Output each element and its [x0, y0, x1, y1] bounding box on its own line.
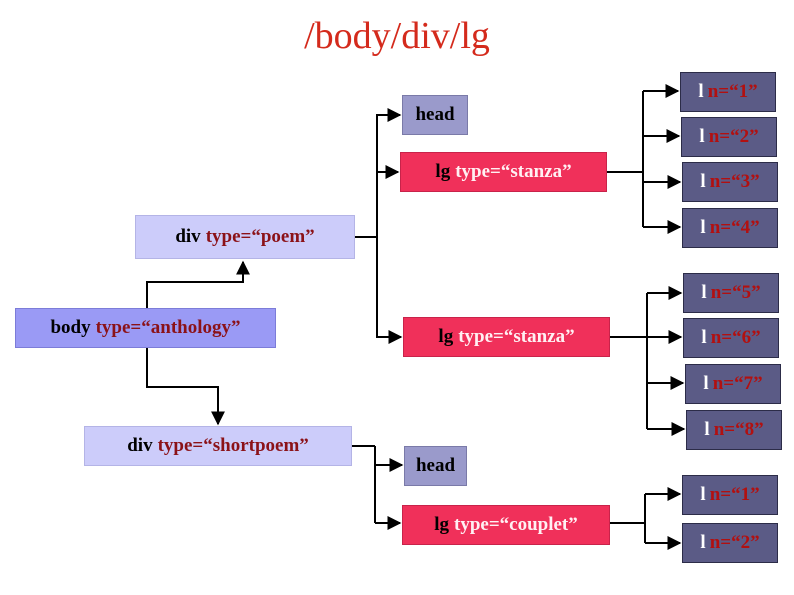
node-element: l	[700, 532, 706, 553]
node-element: div	[127, 435, 153, 456]
node-element: div	[175, 226, 201, 247]
node-element: l	[700, 217, 706, 238]
node-element: l	[700, 484, 706, 505]
node-attribute: type=“stanza”	[455, 161, 572, 182]
node-attribute: n=“5”	[710, 282, 761, 303]
node-attribute: n=“2”	[708, 126, 759, 147]
node-l-3: l n=“3”	[682, 162, 778, 202]
node-couplet-l-1: l n=“1”	[682, 475, 778, 515]
node-attribute: type=“stanza”	[458, 326, 575, 347]
node-element: lg	[438, 326, 454, 347]
node-element: l	[699, 126, 705, 147]
connector-poem-to-head	[376, 108, 402, 237]
node-attribute: type=“couplet”	[454, 514, 578, 535]
node-couplet-l-2: l n=“2”	[682, 523, 778, 563]
node-attribute: n=“7”	[712, 373, 763, 394]
node-l-6: l n=“6”	[683, 318, 779, 358]
node-element: lg	[434, 514, 449, 535]
node-attribute: n=“8”	[713, 419, 764, 440]
node-element: body	[50, 317, 91, 338]
page-title: /body/div/lg	[304, 15, 490, 57]
node-element: head	[415, 104, 455, 125]
node-attribute: n=“3”	[709, 171, 760, 192]
node-l-2: l n=“2”	[681, 117, 777, 157]
node-element: l	[704, 419, 710, 440]
node-div-shortpoem: div type=“shortpoem”	[84, 426, 352, 466]
node-attribute: n=“6”	[710, 327, 761, 348]
node-attribute: n=“4”	[709, 217, 760, 238]
node-head-shortpoem: head	[404, 446, 467, 486]
node-element: l	[701, 282, 707, 303]
node-head-poem: head	[402, 95, 468, 135]
node-lg-couplet: lg type=“couplet”	[402, 505, 610, 545]
node-lg-stanza-2: lg type=“stanza”	[403, 317, 610, 357]
node-attribute: n=“1”	[709, 484, 760, 505]
node-element: l	[698, 81, 704, 102]
node-l-5: l n=“5”	[683, 273, 779, 313]
node-attribute: type=“poem”	[205, 226, 315, 247]
connector-body-to-shortpoem	[146, 348, 225, 426]
node-body-anthology: body type=“anthology”	[15, 308, 276, 348]
connector-body-to-poem	[146, 260, 250, 308]
node-element: l	[700, 171, 706, 192]
node-element: lg	[435, 161, 451, 182]
connector-poem-to-stanza2	[376, 237, 403, 344]
node-attribute: n=“1”	[707, 81, 758, 102]
node-lg-stanza-1: lg type=“stanza”	[400, 152, 607, 192]
node-element: head	[415, 455, 456, 476]
node-element: l	[703, 373, 709, 394]
node-attribute: n=“2”	[709, 532, 760, 553]
node-l-1: l n=“1”	[680, 72, 776, 112]
connector-shortpoem-to-head	[374, 446, 404, 472]
node-attribute: type=“anthology”	[95, 317, 241, 338]
node-l-4: l n=“4”	[682, 208, 778, 248]
node-attribute: type=“shortpoem”	[157, 435, 309, 456]
node-div-poem: div type=“poem”	[135, 215, 355, 259]
node-l-7: l n=“7”	[685, 364, 781, 404]
node-element: l	[701, 327, 707, 348]
node-l-8: l n=“8”	[686, 410, 782, 450]
